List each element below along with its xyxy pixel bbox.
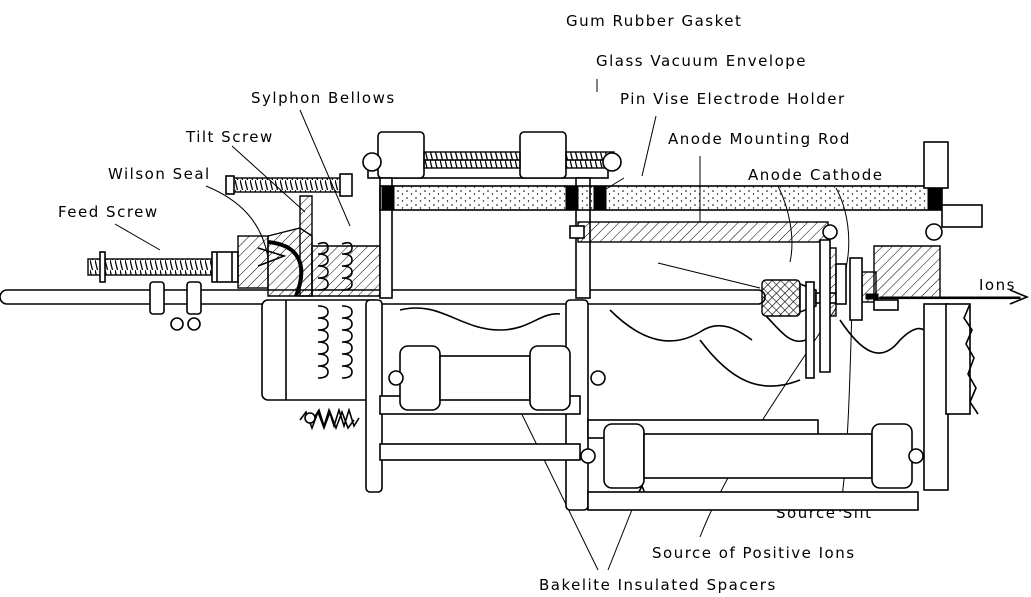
glass-vacuum-envelope <box>379 185 943 211</box>
feed-screw <box>87 251 239 283</box>
label-gum-rubber-gasket: Gum Rubber Gasket <box>566 12 742 30</box>
tilt-screw <box>225 173 353 197</box>
cathode-assembly <box>861 245 941 311</box>
label-bakelite-insulated-spacers: Bakelite Insulated Spacers <box>539 576 777 594</box>
bakelite-spacer-upper <box>388 345 606 411</box>
tension-spring <box>304 407 360 429</box>
label-source-of-positive-ions: Source of Positive Ions <box>652 544 856 562</box>
upper-clamp-assembly <box>362 131 622 299</box>
bakelite-spacer-lower <box>580 423 924 489</box>
cutaway-break-lines <box>399 307 925 387</box>
right-end-plate <box>923 141 979 491</box>
anode-mounting-rod <box>569 221 838 243</box>
label-wilson-seal: Wilson Seal <box>108 165 211 183</box>
sylphon-bellows <box>299 241 355 431</box>
label-sylphon-bellows: Sylphon Bellows <box>251 89 396 107</box>
label-cathode: Cathode <box>810 166 883 184</box>
electrode-disc <box>805 281 815 379</box>
anode-assembly <box>819 239 847 373</box>
label-anode-mounting-rod: Anode Mounting Rod <box>668 130 851 148</box>
rod-clamp <box>149 281 202 331</box>
ion-arrow-head <box>1009 289 1030 305</box>
source-slit-plate <box>849 257 863 321</box>
label-tilt-screw: Tilt Screw <box>185 128 274 146</box>
gum-rubber-gaskets <box>381 185 943 211</box>
label-feed-screw: Feed Screw <box>58 203 159 221</box>
label-pin-vise-electrode-holder: Pin Vise Electrode Holder <box>620 90 846 108</box>
label-anode: Anode <box>748 166 803 184</box>
label-glass-vacuum-envelope: Glass Vacuum Envelope <box>596 52 807 70</box>
lower-frame <box>379 299 919 511</box>
label-ions: Ions <box>979 276 1016 294</box>
right-tube-stub <box>941 204 983 228</box>
